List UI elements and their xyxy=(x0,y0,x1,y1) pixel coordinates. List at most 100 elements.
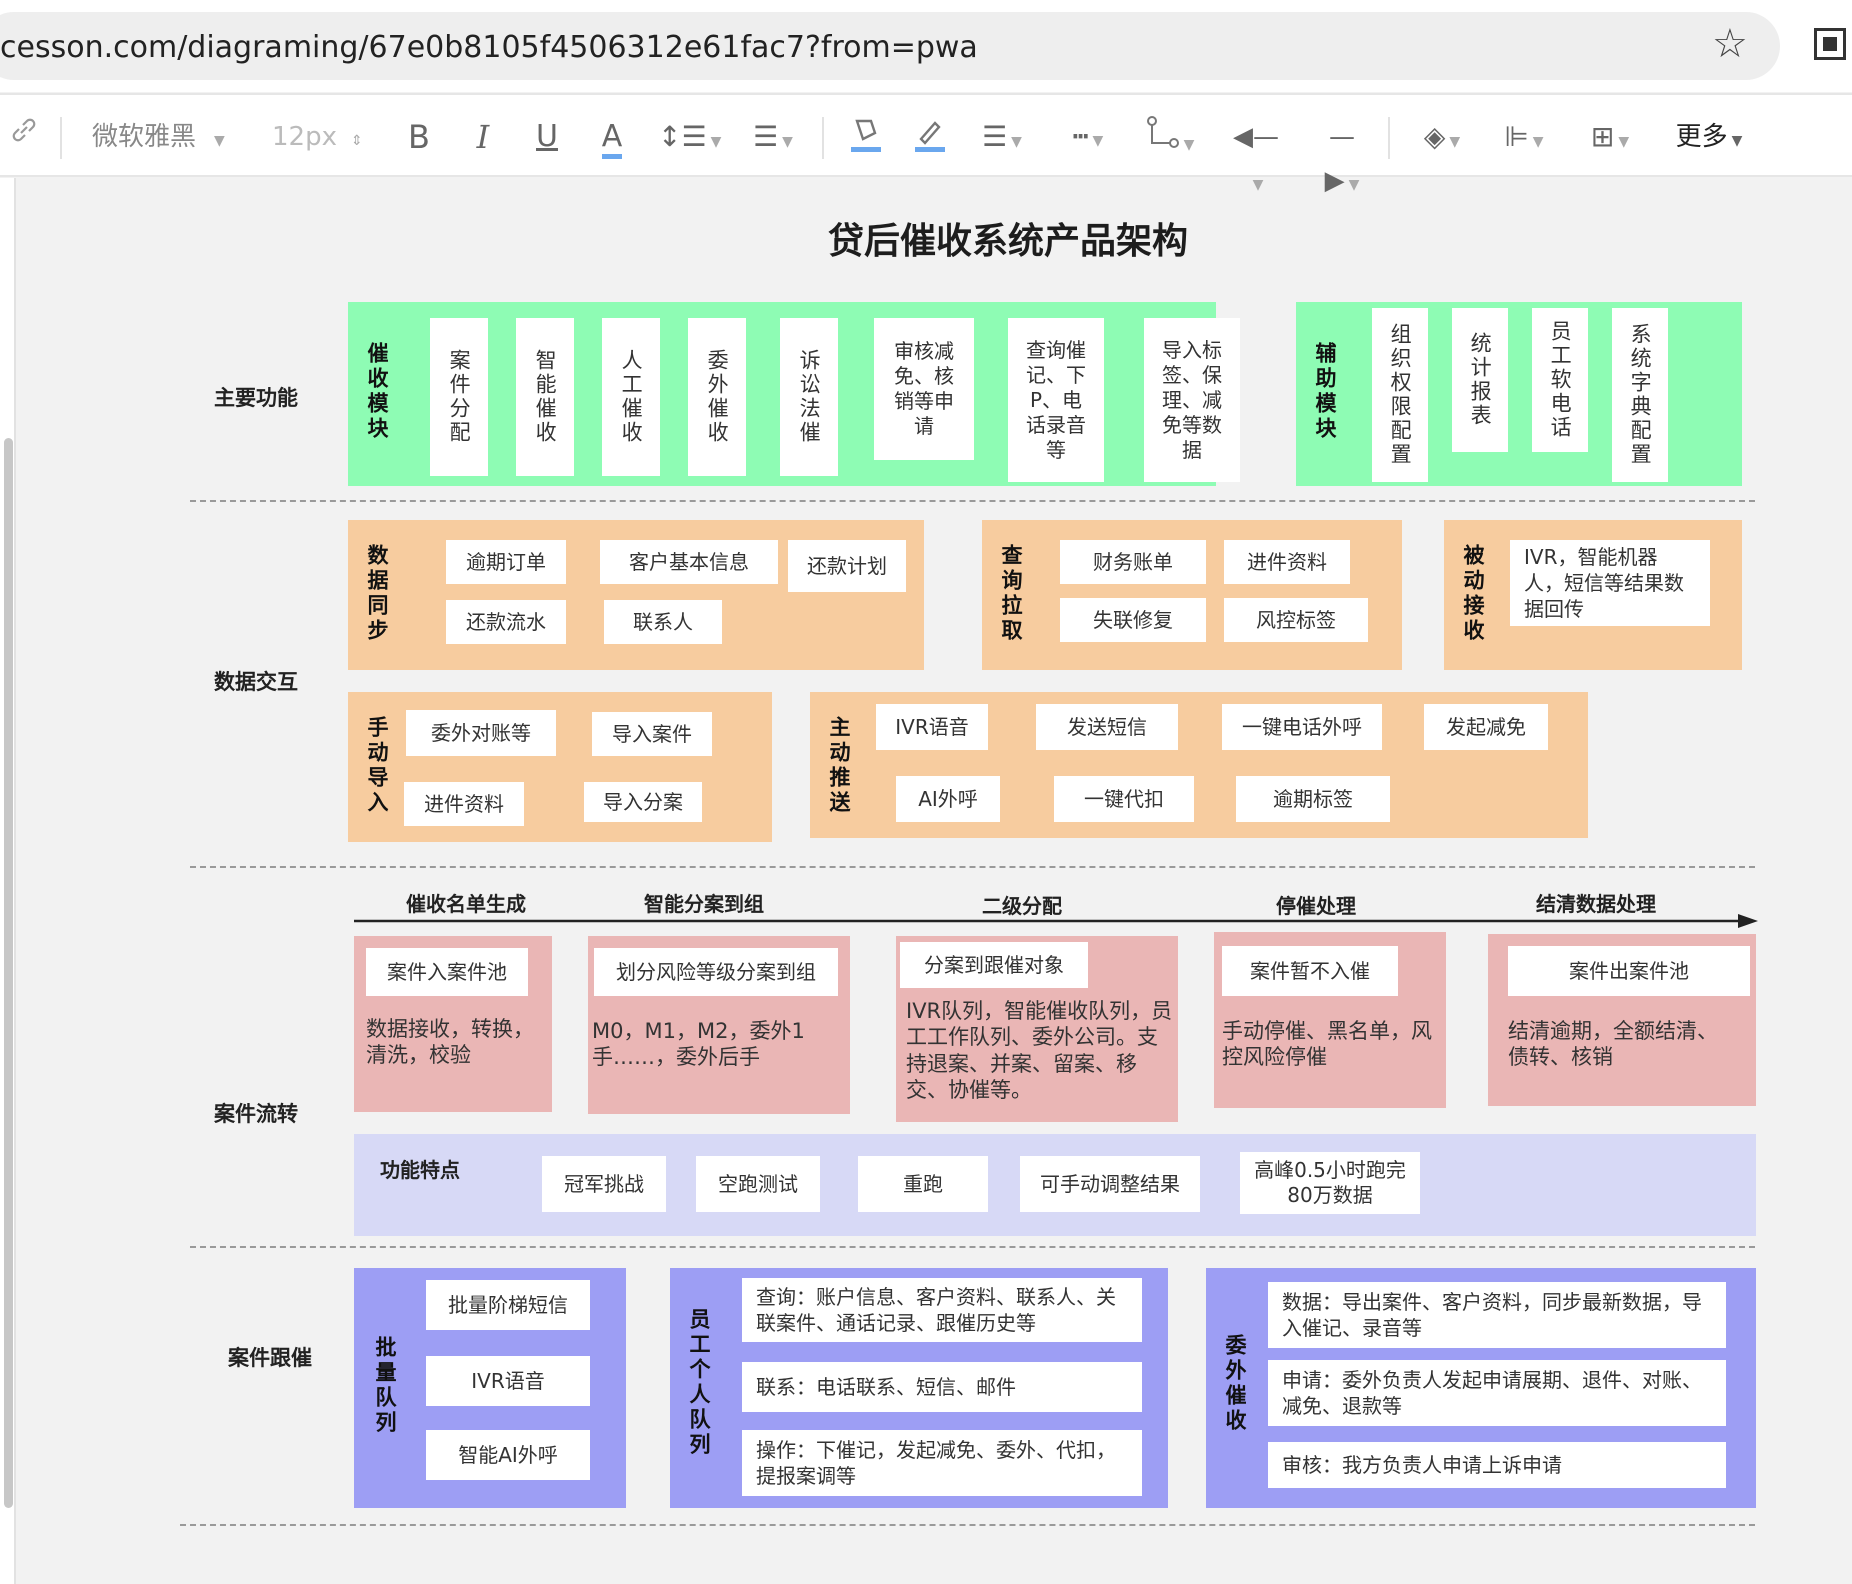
row-label-data[interactable]: 数据交互 xyxy=(214,670,298,694)
arrange-icon[interactable]: ⊫▼ xyxy=(1504,120,1544,153)
query-pull-group[interactable]: 查询拉取 财务账单 进件资料 失联修复 风控标签 xyxy=(982,520,1402,670)
feature-item[interactable]: 冠军挑战 xyxy=(542,1156,666,1212)
module-item[interactable]: 导入标签、保理、减免等数据 xyxy=(1144,318,1240,482)
row-label-main[interactable]: 主要功能 xyxy=(214,386,298,410)
active-push-group[interactable]: 主动推送 IVR语音 发送短信 一键电话外呼 发起减免 AI外呼 一键代扣 逾期… xyxy=(810,692,1588,838)
queue-item[interactable]: 批量阶梯短信 xyxy=(426,1280,590,1330)
queue-item[interactable]: 查询：账户信息、客户资料、联系人、关联案件、通话记录、跟催历史等 xyxy=(742,1278,1142,1342)
flow-step-label[interactable]: 催收名单生成 xyxy=(406,892,526,916)
queue-item[interactable]: 数据：导出案件、客户资料，同步最新数据，导入催记、录音等 xyxy=(1268,1282,1726,1348)
flow-card[interactable]: 划分风险等级分案到组 M0，M1，M2，委外1手……，委外后手 xyxy=(588,936,850,1114)
aux-module-group[interactable]: 辅助模块 组织权限配置 统计报表 员工软电话 系统字典配置 xyxy=(1296,302,1742,486)
batch-queue-group[interactable]: 批量队列 批量阶梯短信 IVR语音 智能AI外呼 xyxy=(354,1268,626,1508)
flow-step-label[interactable]: 智能分案到组 xyxy=(644,892,764,916)
feature-item[interactable]: 高峰0.5小时跑完80万数据 xyxy=(1240,1152,1420,1214)
data-item[interactable]: 客户基本信息 xyxy=(600,540,778,584)
flow-step-label[interactable]: 结清数据处理 xyxy=(1536,892,1656,916)
more-menu[interactable]: 更多▼ xyxy=(1675,122,1743,152)
outsource-group[interactable]: 委外催收 数据：导出案件、客户资料，同步最新数据，导入催记、录音等 申请：委外负… xyxy=(1206,1268,1756,1508)
data-item[interactable]: 失联修复 xyxy=(1060,598,1206,642)
data-item[interactable]: 逾期标签 xyxy=(1236,776,1390,822)
connector-icon[interactable]: ▼ xyxy=(1140,115,1200,159)
data-item[interactable]: IVR，智能机器人，短信等结果数据回传 xyxy=(1510,540,1710,626)
queue-item[interactable]: IVR语音 xyxy=(426,1356,590,1406)
data-item[interactable]: IVR语音 xyxy=(876,704,988,750)
arrow-start-icon[interactable]: ◀—▼ xyxy=(1233,122,1279,193)
module-item[interactable]: 委外催收 xyxy=(688,318,746,476)
queue-item[interactable]: 操作：下催记，发起减免、委外、代扣，提报案调等 xyxy=(742,1430,1142,1496)
bold-icon[interactable]: B xyxy=(408,118,430,156)
feature-item[interactable]: 可手动调整结果 xyxy=(1020,1156,1200,1212)
data-item[interactable]: 导入案件 xyxy=(592,712,712,756)
url-text[interactable]: cesson.com/diagraming/67e0b8105f4506312e… xyxy=(0,30,978,65)
data-item[interactable]: 一键代扣 xyxy=(1054,776,1194,822)
data-item[interactable]: 一键电话外呼 xyxy=(1222,704,1382,750)
data-item[interactable]: 财务账单 xyxy=(1060,540,1206,584)
module-item[interactable]: 组织权限配置 xyxy=(1372,308,1428,482)
feature-item[interactable]: 重跑 xyxy=(858,1156,988,1212)
passive-receive-label: 被动接收 xyxy=(1461,544,1485,644)
data-item[interactable]: 还款流水 xyxy=(446,600,566,644)
module-item[interactable]: 智能催收 xyxy=(516,318,574,476)
module-item[interactable]: 审核减免、核销等申请 xyxy=(874,318,974,460)
queue-item[interactable]: 申请：委外负责人发起申请展期、退件、对账、减免、退款等 xyxy=(1268,1360,1726,1426)
module-item[interactable]: 人工催收 xyxy=(602,318,660,476)
data-item[interactable]: 发起减免 xyxy=(1424,704,1548,750)
module-item[interactable]: 员工软电话 xyxy=(1532,308,1588,452)
font-family-select[interactable]: 微软雅黑▼ xyxy=(92,122,225,152)
collection-module-group[interactable]: 催收模块 案件分配 智能催收 人工催收 委外催收 诉讼法催 审核减免、核销等申请… xyxy=(348,302,1240,486)
line-height-icon[interactable]: ↕☰▼ xyxy=(658,120,722,153)
data-item[interactable]: 风控标签 xyxy=(1224,598,1368,642)
arrow-end-icon[interactable]: —▶▼ xyxy=(1324,122,1360,196)
module-item[interactable]: 案件分配 xyxy=(430,318,488,476)
fill-color-icon[interactable] xyxy=(846,115,886,159)
feature-item[interactable]: 空跑测试 xyxy=(696,1156,820,1212)
link-icon[interactable] xyxy=(6,115,42,159)
module-item[interactable]: 统计报表 xyxy=(1452,308,1508,452)
features-group[interactable]: 功能特点 冠军挑战 空跑测试 重跑 可手动调整结果 高峰0.5小时跑完80万数据 xyxy=(354,1134,1756,1236)
underline-icon[interactable]: U xyxy=(536,119,558,154)
diagram-title[interactable]: 贷后催收系统产品架构 xyxy=(827,221,1188,262)
data-item[interactable]: 还款计划 xyxy=(788,540,906,592)
data-sync-group[interactable]: 数据同步 逾期订单 客户基本信息 还款计划 还款流水 联系人 xyxy=(348,520,924,670)
font-color-icon[interactable]: A xyxy=(594,115,630,159)
flow-card[interactable]: 案件出案件池 结清逾期，全额结清、债转、核销 xyxy=(1488,934,1756,1106)
data-item[interactable]: 委外对账等 xyxy=(406,710,556,756)
module-item[interactable]: 诉讼法催 xyxy=(780,318,838,476)
line-width-icon[interactable]: ☰▼ xyxy=(982,120,1022,153)
data-item[interactable]: 联系人 xyxy=(604,600,722,644)
size-icon[interactable]: ⊞▼ xyxy=(1590,120,1630,153)
address-bar[interactable] xyxy=(0,12,1780,80)
row-label-follow[interactable]: 案件跟催 xyxy=(228,1346,312,1370)
vertical-scrollbar[interactable] xyxy=(4,438,13,1508)
row-label-flow[interactable]: 案件流转 xyxy=(214,1102,298,1126)
manual-import-group[interactable]: 手动导入 委外对账等 导入案件 进件资料 导入分案 xyxy=(348,692,772,842)
line-color-icon[interactable] xyxy=(910,115,950,159)
flow-card[interactable]: 案件入案件池 数据接收，转换，清洗，校验 xyxy=(354,936,552,1112)
passive-receive-group[interactable]: 被动接收 IVR，智能机器人，短信等结果数据回传 xyxy=(1444,520,1742,670)
layers-icon[interactable]: ◈▼ xyxy=(1423,120,1461,153)
data-item[interactable]: 导入分案 xyxy=(584,782,702,822)
queue-item[interactable]: 联系：电话联系、短信、邮件 xyxy=(742,1362,1142,1412)
queue-item[interactable]: 智能AI外呼 xyxy=(426,1430,590,1480)
module-item[interactable]: 系统字典配置 xyxy=(1612,308,1668,482)
line-style-icon[interactable]: ┅▼ xyxy=(1072,122,1104,152)
data-item[interactable]: 进件资料 xyxy=(404,782,524,826)
flow-step-label[interactable]: 二级分配 xyxy=(982,894,1062,918)
batch-queue-label: 批量队列 xyxy=(373,1336,397,1436)
bookmark-star-icon[interactable]: ☆ xyxy=(1712,21,1748,67)
data-item[interactable]: AI外呼 xyxy=(896,776,1000,822)
flow-card[interactable]: 分案到跟催对象 IVR队列，智能催收队列，员工工作队列、委外公司。支持退案、并案… xyxy=(896,936,1178,1122)
font-size-stepper[interactable]: 12px⇕ xyxy=(272,122,363,152)
flow-card[interactable]: 案件暂不入催 手动停催、黑名单，风控风险停催 xyxy=(1214,932,1446,1108)
data-item[interactable]: 逾期订单 xyxy=(446,540,566,584)
qr-code-icon[interactable] xyxy=(1814,28,1846,60)
align-icon[interactable]: ☰▼ xyxy=(753,120,793,153)
data-item[interactable]: 发送短信 xyxy=(1036,704,1178,750)
data-item[interactable]: 进件资料 xyxy=(1224,540,1350,584)
staff-queue-group[interactable]: 员工个人队列 查询：账户信息、客户资料、联系人、关联案件、通话记录、跟催历史等 … xyxy=(670,1268,1168,1508)
queue-item[interactable]: 审核：我方负责人申请上诉申请 xyxy=(1268,1442,1726,1488)
flow-step-label[interactable]: 停催处理 xyxy=(1276,894,1356,918)
italic-icon[interactable]: I xyxy=(476,118,490,156)
module-item[interactable]: 查询催记、下P、电话录音等 xyxy=(1008,318,1104,482)
